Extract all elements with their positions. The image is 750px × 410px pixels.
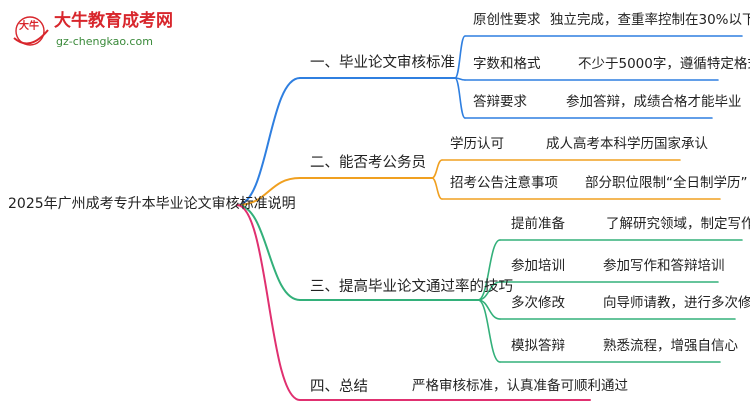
branch-3-item-1-detail: 了解研究领域，制定写作计划 bbox=[606, 216, 750, 232]
branch-1-item-1-label: 原创性要求 bbox=[473, 12, 541, 28]
branch-1-item-3-label: 答辩要求 bbox=[473, 94, 527, 110]
branch-2-item-1-detail: 成人高考本科学历国家承认 bbox=[546, 136, 708, 152]
link-branch-2-item-2 bbox=[431, 177, 443, 200]
branch-3-item-4-detail: 熟悉流程，增强自信心 bbox=[603, 338, 738, 354]
branch-2-label: 二、能否考公务员 bbox=[310, 155, 426, 171]
link-branch-3-item-1 bbox=[477, 239, 501, 301]
link-root-branch-1 bbox=[236, 77, 301, 206]
branch-4-detail: 严格审核标准，认真准备可顺利通过 bbox=[412, 378, 628, 394]
mindmap-links bbox=[236, 35, 501, 401]
logo-mark bbox=[13, 16, 49, 46]
branch-3-item-3-label: 多次修改 bbox=[511, 295, 565, 311]
branch-1-item-2-detail: 不少于5000字，遵循特定格式 bbox=[578, 56, 750, 72]
branch-1-item-3-detail: 参加答辩，成绩合格才能毕业 bbox=[566, 94, 742, 110]
link-branch-3-item-2 bbox=[477, 281, 501, 301]
link-branch-1-item-1 bbox=[454, 35, 466, 79]
logo-swoosh-icon bbox=[13, 29, 49, 45]
branch-2-item-1-label: 学历认可 bbox=[450, 136, 504, 152]
root-node: 2025年广州成考专升本毕业论文审核标准说明 bbox=[8, 196, 296, 212]
branch-3-label: 三、提高毕业论文通过率的技巧 bbox=[310, 279, 513, 295]
mindmap-underlines bbox=[299, 35, 743, 401]
link-root-branch-3 bbox=[236, 204, 301, 301]
link-root-branch-4 bbox=[236, 204, 301, 401]
link-branch-2-item-1 bbox=[431, 159, 443, 179]
branch-3-item-3-detail: 向导师请教，进行多次修改 bbox=[603, 295, 750, 311]
branch-3-item-1-label: 提前准备 bbox=[511, 216, 565, 232]
link-branch-1-item-3 bbox=[454, 77, 466, 119]
branch-1-label: 一、毕业论文审核标准 bbox=[310, 55, 455, 71]
branch-1-item-1-detail: 独立完成，查重率控制在30%以下 bbox=[550, 12, 750, 28]
link-branch-3-item-4 bbox=[477, 299, 501, 363]
branch-3-item-2-label: 参加培训 bbox=[511, 258, 565, 274]
branch-3-item-2-detail: 参加写作和答辩培训 bbox=[603, 258, 725, 274]
logo-url: gz-chengkao.com bbox=[56, 35, 153, 48]
logo-mark-text: 大牛 bbox=[19, 21, 39, 32]
branch-2-item-2-detail: 部分职位限制“全日制学历” bbox=[585, 175, 748, 191]
logo-title: 大牛教育成考网 bbox=[54, 11, 173, 31]
branch-2-item-2-label: 招考公告注意事项 bbox=[450, 175, 558, 191]
link-root-branch-2 bbox=[236, 177, 301, 206]
branch-3-item-4-label: 模拟答辩 bbox=[511, 338, 565, 354]
branch-1-item-2-label: 字数和格式 bbox=[473, 56, 541, 72]
logo-circle-icon bbox=[15, 16, 45, 46]
branch-4-label: 四、总结 bbox=[310, 379, 368, 395]
